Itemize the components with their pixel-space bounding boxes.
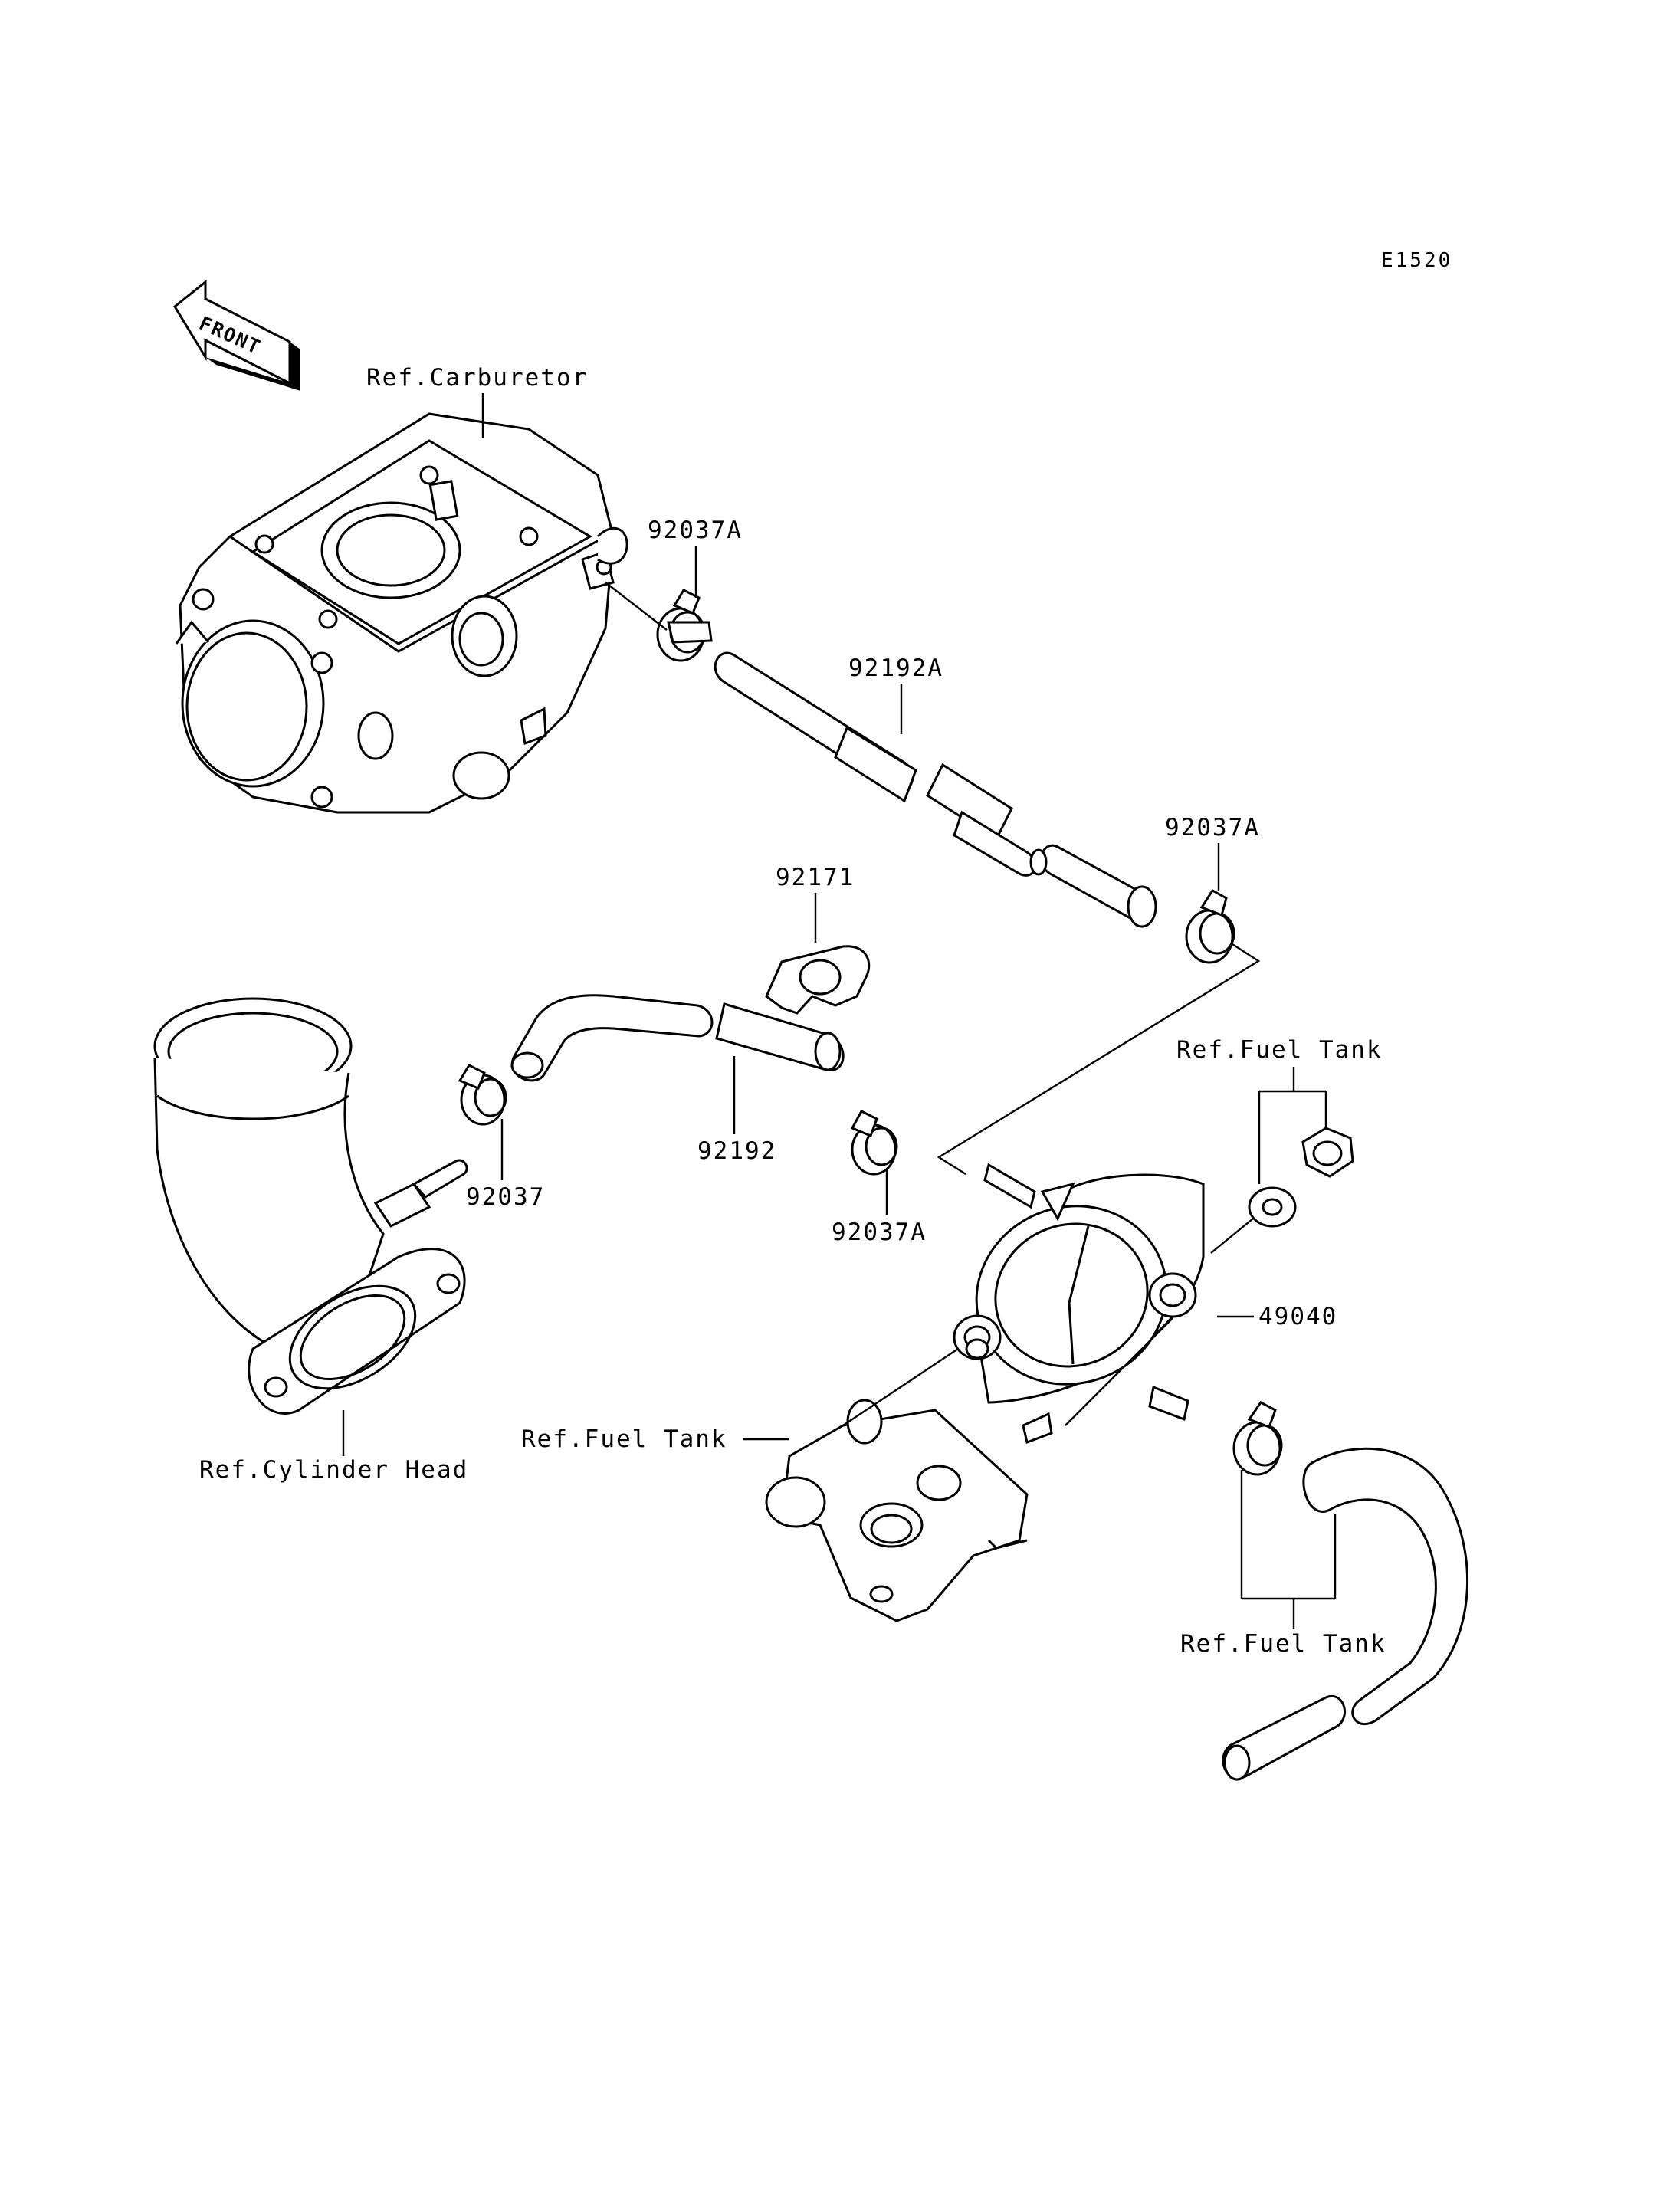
leader-connection-line bbox=[937, 943, 1261, 1176]
carburetor bbox=[175, 412, 628, 814]
fuel-hose-lower bbox=[1222, 1447, 1469, 1781]
washer-icon bbox=[1248, 1186, 1297, 1228]
label-clamp-left: 92037 bbox=[466, 1183, 545, 1211]
label-hose-top: 92192A bbox=[848, 654, 943, 682]
hose-clamp-icon bbox=[1232, 1401, 1283, 1476]
label-clamp-top: 92037A bbox=[648, 517, 743, 544]
label-ref-carburetor: Ref.Carburetor bbox=[366, 364, 588, 392]
label-hose-middle: 92192 bbox=[697, 1137, 776, 1165]
fuel-hose-upper bbox=[714, 651, 1157, 928]
label-clip: 92171 bbox=[776, 864, 855, 891]
fuel-hose-middle bbox=[510, 994, 845, 1082]
hose-clamp-icon bbox=[656, 589, 713, 662]
intake-manifold bbox=[153, 997, 468, 1415]
label-clamp-right: 92037A bbox=[1165, 814, 1260, 841]
label-ref-fuel-tank-left: Ref.Fuel Tank bbox=[521, 1425, 727, 1453]
leader-ref-fuel-tank-upper bbox=[1258, 1067, 1327, 1184]
leader-washer-pump bbox=[1210, 1218, 1254, 1254]
leader-ref-fuel-tank-lower bbox=[1240, 1470, 1337, 1629]
front-arrow-icon: FRONT bbox=[173, 279, 300, 391]
fuel-pump bbox=[953, 1163, 1205, 1445]
hose-clamp-icon bbox=[850, 1110, 898, 1176]
leader-bracket-pump bbox=[842, 1348, 959, 1426]
bracket bbox=[765, 1338, 1029, 1622]
label-ref-fuel-tank-lower: Ref.Fuel Tank bbox=[1180, 1630, 1386, 1658]
nut-icon bbox=[1301, 1127, 1354, 1178]
leader-clamp-top-carb bbox=[605, 582, 668, 631]
label-ref-fuel-tank-upper: Ref.Fuel Tank bbox=[1176, 1036, 1383, 1064]
leader-bolt-pump bbox=[1065, 1317, 1173, 1426]
label-clamp-mid: 92037A bbox=[832, 1219, 927, 1246]
hose-clamp-icon bbox=[1185, 889, 1235, 964]
label-fuel-pump: 49040 bbox=[1258, 1303, 1337, 1330]
label-ref-cylinder-head: Ref.Cylinder Head bbox=[199, 1456, 468, 1484]
clip-icon bbox=[765, 945, 871, 1015]
hose-clamp-icon bbox=[458, 1064, 507, 1126]
diagram-code: E1520 bbox=[1381, 249, 1452, 272]
